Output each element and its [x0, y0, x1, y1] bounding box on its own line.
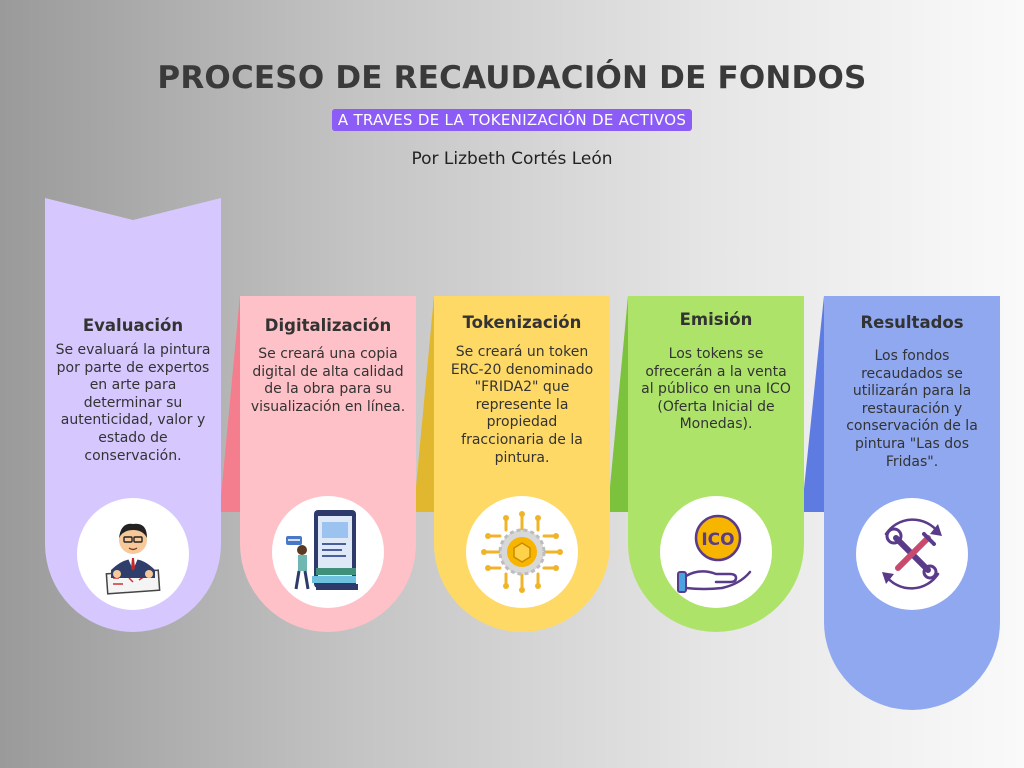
ico-label: ICO [701, 530, 734, 550]
step-emision-title: Emisión [679, 310, 753, 329]
connector-4 [802, 296, 824, 512]
step-evaluacion-description: Se evaluará la pintura por parte de expe… [55, 342, 211, 464]
step-digitalizacion-title: Digitalización [264, 316, 392, 335]
step-tokenizacion-description: Se creará un token ERC-20 denominado "FR… [450, 344, 594, 466]
art-expert-icon [77, 498, 189, 610]
subtitle-badge: A TRAVES DE LA TOKENIZACIÓN DE ACTIVOS [331, 109, 693, 131]
tools-icon [856, 498, 968, 610]
step-resultados-title: Resultados [860, 313, 964, 332]
step-tokenizacion-title: Tokenización [462, 313, 582, 332]
step-digitalizacion-description: Se creará una copia digital de alta cali… [250, 346, 406, 415]
step-evaluacion-title: Evaluación [82, 316, 184, 335]
step-emision: Emisión Los tokens se ofrecerán a la ven… [628, 296, 804, 632]
connector-3 [608, 296, 628, 512]
step-evaluacion-notch [45, 198, 221, 221]
author-line: Por Lizbeth Cortés León [411, 149, 613, 169]
step-evaluacion: Evaluación Se evaluará la pintura por pa… [45, 198, 221, 632]
token-chip-icon [466, 496, 578, 608]
connector-2 [414, 296, 434, 512]
connector-1 [220, 296, 240, 512]
digital-copy-icon [272, 496, 384, 608]
step-digitalizacion: Digitalización Se creará una copia digit… [240, 296, 416, 632]
ico-hand-icon: ICO [660, 496, 772, 608]
step-resultados-description: Los fondos recaudados se utilizarán para… [846, 348, 978, 470]
step-resultados: Resultados Los fondos recaudados se util… [824, 296, 1000, 710]
step-emision-description: Los tokens se ofrecerán a la venta al pú… [641, 346, 791, 433]
page-title: PROCESO DE RECAUDACIÓN DE FONDOS [157, 60, 867, 96]
subtitle-wrap: A TRAVES DE LA TOKENIZACIÓN DE ACTIVOS [0, 109, 1024, 131]
step-tokenizacion: Tokenización Se creará un token ERC-20 d… [434, 296, 610, 632]
